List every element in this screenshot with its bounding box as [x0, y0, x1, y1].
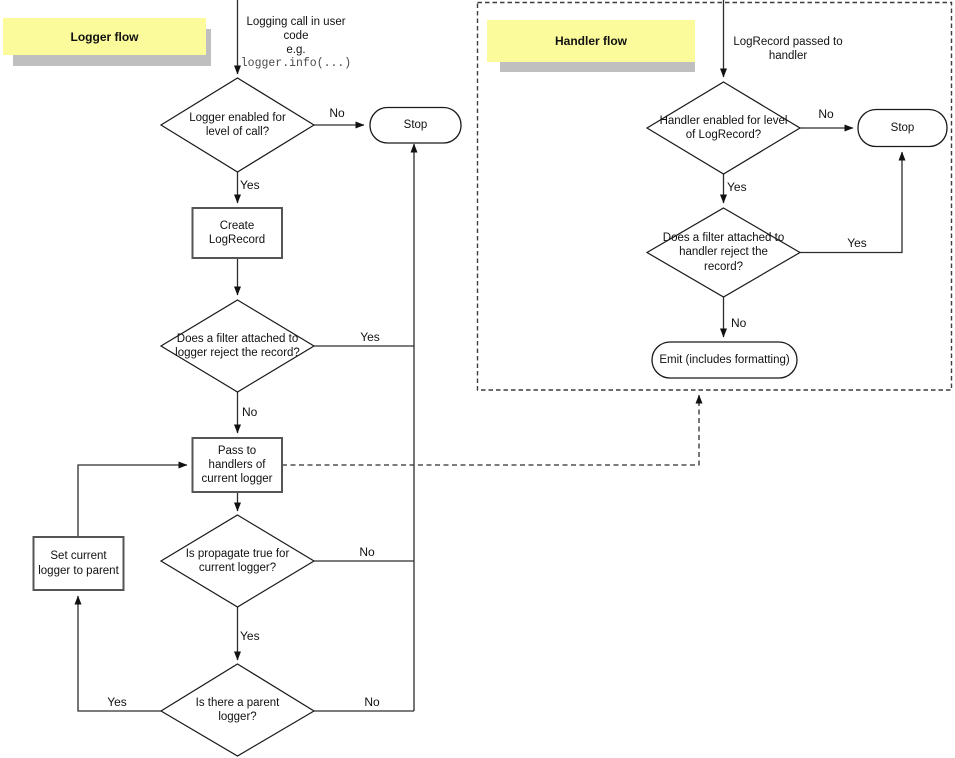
- diamond-parent-logger: [159, 663, 316, 757]
- node-handler-enabled: Handler enabled for level of LogRecord?: [647, 82, 800, 174]
- handler-start-text: LogRecord passed to handler: [733, 36, 843, 62]
- diamond-logger-filter: [159, 299, 316, 393]
- node-logger-stop-label: Stop: [403, 118, 428, 131]
- node-set-current-to-parent: Set current logger to parent: [33, 537, 124, 590]
- process-set-current-to-parent: [32, 536, 125, 591]
- edge-label-propagate-yes: Yes: [240, 629, 260, 643]
- handler-flow-panel-border: [476, 1, 953, 391]
- logger-start-annotation: Logging call in user code e.g. logger.in…: [234, 16, 358, 71]
- diamond-handler-enabled: [645, 81, 802, 175]
- handler-flow-title: Handler flow: [487, 20, 695, 62]
- diamond-logger-enabled: [159, 77, 316, 173]
- node-logger-enabled-label: Logger enabled for level of call?: [189, 111, 286, 138]
- terminator-emit: [651, 341, 798, 379]
- edge-set-current-to-pass: [77, 461, 188, 537]
- terminator-handler-stop: [857, 108, 948, 148]
- node-create-logrecord: Create LogRecord: [192, 208, 282, 258]
- edge-label-henabled-no: No: [818, 107, 834, 121]
- node-handler-filter: Does a filter attached to handler reject…: [647, 208, 800, 297]
- logger-start-code: logger.info(...): [240, 57, 352, 71]
- node-logger-stop: Stop: [370, 107, 461, 143]
- node-handler-enabled-label: Handler enabled for level of LogRecord?: [659, 114, 788, 141]
- edge-label-hfilter-no: No: [731, 316, 747, 330]
- edge-label-enabled-yes: Yes: [240, 178, 260, 192]
- diamond-propagate: [159, 514, 316, 608]
- handler-flow-title-text: Handler flow: [554, 34, 627, 48]
- node-logger-filter: Does a filter attached to logger reject …: [161, 300, 314, 392]
- logger-flow-edges: [74, 0, 703, 712]
- node-pass-to-handlers-label: Pass to handlers of current logger: [201, 444, 273, 485]
- node-set-current-to-parent-label: Set current logger to parent: [38, 550, 119, 577]
- handler-start-annotation: LogRecord passed to handler: [728, 36, 848, 64]
- edge-hfilter-yes-to-stop: [800, 151, 906, 254]
- edge-label-hfilter-yes: Yes: [847, 236, 867, 250]
- node-propagate-label: Is propagate true for current logger?: [185, 547, 290, 574]
- edge-label-henabled-yes: Yes: [727, 180, 747, 194]
- edge-label-parent-yes: Yes: [107, 695, 127, 709]
- node-parent-logger-label: Is there a parent logger?: [195, 696, 280, 723]
- edge-label-enabled-no: No: [329, 106, 345, 120]
- edge-parent-yes-to-set-current: [74, 595, 161, 712]
- process-create-logrecord: [191, 207, 283, 259]
- diamond-handler-filter: [645, 207, 802, 298]
- node-handler-stop: Stop: [858, 109, 947, 147]
- node-parent-logger: Is there a parent logger?: [161, 664, 314, 756]
- terminator-logger-stop: [369, 106, 462, 144]
- logger-flow-title-text: Logger flow: [70, 29, 139, 44]
- node-emit-label: Emit (includes formatting): [659, 353, 790, 366]
- edge-label-filter-yes: Yes: [360, 330, 380, 344]
- node-emit: Emit (includes formatting): [652, 342, 797, 378]
- logger-start-eg: e.g.: [286, 43, 306, 56]
- node-create-logrecord-label: Create LogRecord: [208, 219, 266, 246]
- handler-flow-edges: [720, 0, 906, 338]
- node-logger-enabled: Logger enabled for level of call?: [166, 78, 309, 172]
- node-logger-filter-label: Does a filter attached to logger reject …: [175, 332, 300, 359]
- logger-start-text: Logging call in user code: [246, 16, 346, 42]
- edge-pass-to-handler-flow-dashed: [282, 394, 703, 466]
- edge-label-filter-no: No: [242, 405, 258, 419]
- edge-label-parent-no: No: [364, 695, 380, 709]
- node-pass-to-handlers: Pass to handlers of current logger: [192, 438, 282, 492]
- process-pass-to-handlers: [191, 437, 283, 493]
- node-handler-filter-label: Does a filter attached to handler reject…: [662, 232, 785, 273]
- edge-label-propagate-no: No: [359, 545, 375, 559]
- logger-flow-title: Logger flow: [3, 18, 206, 55]
- node-propagate: Is propagate true for current logger?: [161, 515, 314, 607]
- node-handler-stop-label: Stop: [890, 121, 915, 134]
